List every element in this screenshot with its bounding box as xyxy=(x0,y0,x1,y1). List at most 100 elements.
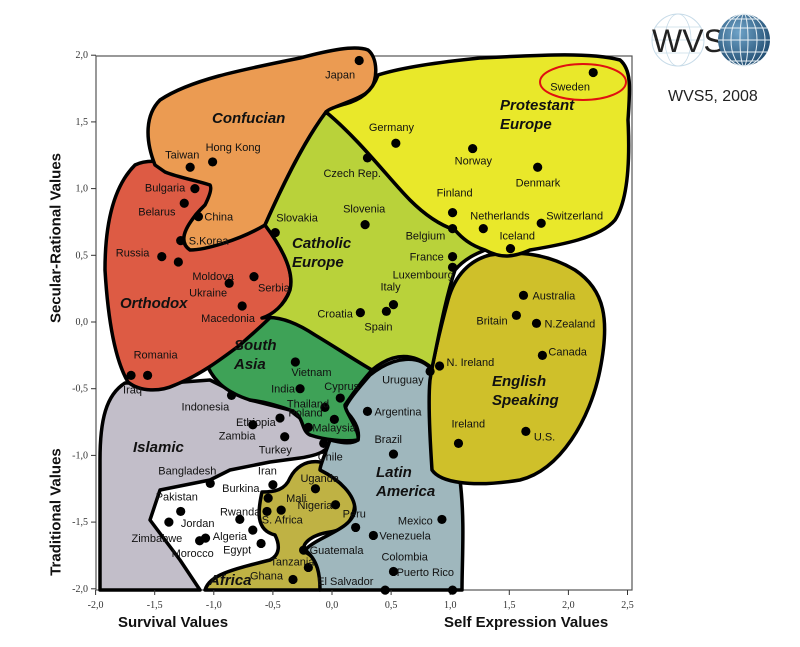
country-label: Argentina xyxy=(374,406,422,418)
data-point-marker xyxy=(164,517,174,527)
y-tick-label: -2,0 xyxy=(72,584,88,595)
country-point: Romania xyxy=(134,349,179,380)
country-label: Italy xyxy=(380,282,401,294)
country-label: Iceland xyxy=(499,231,534,243)
country-label: S. Africa xyxy=(262,514,304,526)
data-point-marker xyxy=(248,525,258,535)
x-tick-label: 1,5 xyxy=(503,600,516,611)
country-point: Czech Rep. xyxy=(323,153,381,180)
country-label: S.Korea xyxy=(189,236,230,248)
country-label: Slovakia xyxy=(276,213,318,225)
data-point-marker xyxy=(478,224,488,234)
data-point-marker xyxy=(193,212,204,222)
data-point-marker xyxy=(224,278,234,288)
country-label: N. Ireland xyxy=(447,357,495,369)
data-point-marker xyxy=(176,236,186,246)
data-point-marker xyxy=(143,370,153,380)
data-point-marker xyxy=(235,514,245,525)
country-point: Italy xyxy=(380,282,401,310)
country-point: Ireland xyxy=(451,418,485,448)
data-point-marker xyxy=(176,506,186,517)
data-point-marker xyxy=(425,366,435,376)
data-point-marker xyxy=(360,220,370,230)
country-label: Turkey xyxy=(259,445,293,457)
data-point-marker xyxy=(335,393,345,403)
country-point: Rwanda xyxy=(220,506,272,518)
country-label: Mali xyxy=(286,493,306,505)
country-label: N.Zealand xyxy=(544,318,595,330)
country-point: Serbia xyxy=(249,272,291,295)
country-point: Hong Kong xyxy=(206,142,261,167)
country-label: Nigeria xyxy=(298,500,334,512)
country-point: Burkina xyxy=(222,483,273,503)
country-label: Ghana xyxy=(250,570,284,582)
country-point: Mali xyxy=(276,493,306,515)
country-point: Netherlands xyxy=(470,211,530,234)
country-point: Luxembourg xyxy=(393,262,458,281)
data-point-marker xyxy=(521,426,531,436)
country-point: Uruguay xyxy=(382,366,435,386)
data-point-marker xyxy=(208,157,218,167)
country-label: Iran xyxy=(258,466,277,478)
data-point-marker xyxy=(536,218,546,228)
country-point: Pakistan xyxy=(156,491,198,517)
country-label: Colombia xyxy=(381,551,428,563)
data-point-marker xyxy=(437,514,447,525)
data-point-marker xyxy=(388,449,399,459)
data-point-marker xyxy=(320,402,330,412)
country-label: Egypt xyxy=(223,544,251,556)
data-point-marker xyxy=(434,361,445,371)
data-point-marker xyxy=(505,244,516,254)
region-label: Confucian xyxy=(212,110,285,127)
country-label: Ireland xyxy=(451,418,485,430)
country-point: Norway xyxy=(455,143,492,168)
region-label: English xyxy=(492,373,546,390)
y-axis-label-top: Secular-Rational Values xyxy=(47,152,65,324)
country-point: Denmark xyxy=(516,162,561,189)
data-point-marker xyxy=(362,153,373,163)
data-point-marker xyxy=(453,438,464,448)
country-point: Malaysia xyxy=(303,422,357,434)
region-protestant-europe xyxy=(324,53,632,258)
data-point-marker xyxy=(295,384,305,394)
x-tick-label: 1,0 xyxy=(444,600,457,611)
country-label: France xyxy=(410,252,444,264)
data-point-marker xyxy=(388,300,399,310)
data-point-marker xyxy=(185,162,195,172)
x-tick-label: -1,0 xyxy=(206,600,222,611)
country-point: Ukraine xyxy=(189,278,234,299)
x-tick-label: -1,5 xyxy=(147,600,163,611)
country-label: Jordan xyxy=(181,518,215,530)
data-point-marker xyxy=(351,522,361,533)
country-point: Jordan xyxy=(164,517,215,530)
country-point: Thailand xyxy=(287,398,330,412)
data-point-marker xyxy=(157,252,167,262)
country-point: Germany xyxy=(369,122,415,148)
country-point: Canada xyxy=(537,346,588,360)
country-label: Canada xyxy=(548,346,587,358)
country-label: Rwanda xyxy=(220,506,261,518)
country-point: Tanzania xyxy=(270,556,315,573)
country-point: S.Korea xyxy=(176,236,229,248)
data-point-marker xyxy=(329,414,339,424)
country-point: Poland xyxy=(288,407,339,424)
data-point-marker xyxy=(447,224,458,234)
country-point: Ghana xyxy=(250,570,298,585)
x-tick-label: 2,5 xyxy=(621,600,634,611)
country-point: Slovakia xyxy=(270,213,319,238)
country-point: Moldova xyxy=(173,257,235,283)
country-label: El Salvador xyxy=(317,576,374,588)
data-point-marker xyxy=(533,162,543,172)
country-label: Czech Rep. xyxy=(323,168,380,180)
country-label: Switzerland xyxy=(546,210,603,222)
country-point: N. Ireland xyxy=(434,357,495,371)
country-label: Ukraine xyxy=(189,287,227,299)
country-point: Slovenia xyxy=(343,204,386,230)
x-tick-label: -0,5 xyxy=(265,600,281,611)
region-label: Protestant xyxy=(500,97,575,114)
y-axis-ticks: 2,01,51,00,50,0-0,5-1,0-1,5-2,0 xyxy=(72,50,96,595)
country-label: Peru xyxy=(343,508,366,520)
region-label: Latin xyxy=(376,464,412,481)
country-point: Iran xyxy=(258,466,278,490)
